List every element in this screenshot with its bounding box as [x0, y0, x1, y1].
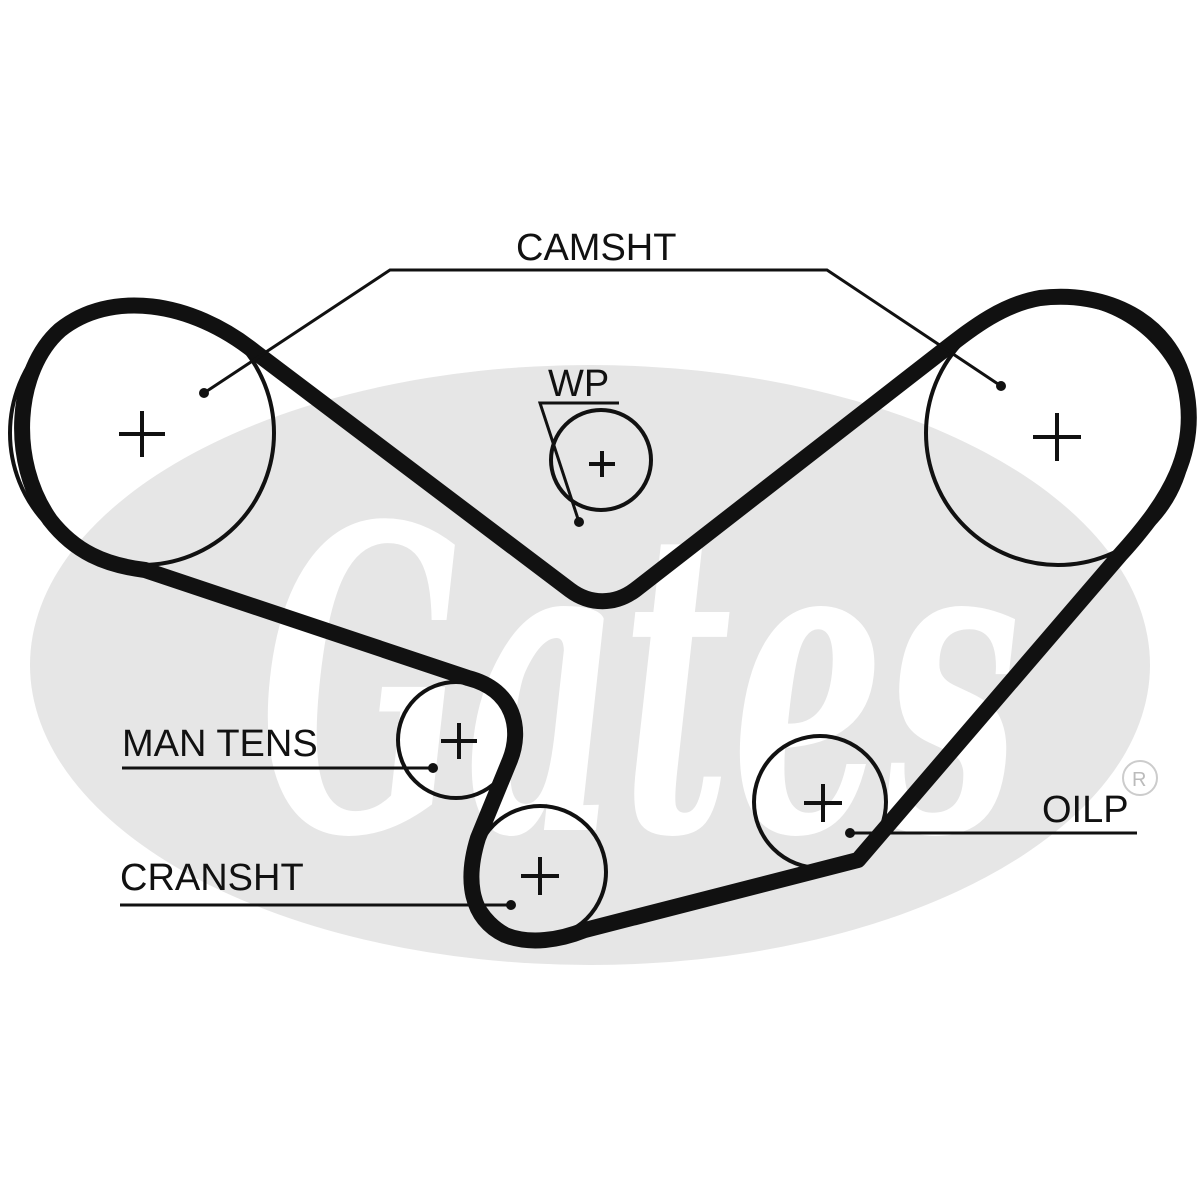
water-pump-label: WP: [548, 363, 609, 405]
camshaft-left-center-icon: [119, 411, 165, 457]
camshaft-leader: [203, 268, 1002, 395]
tensioner-center-icon: [441, 723, 477, 759]
registered-mark-letter: R: [1132, 769, 1146, 791]
leader-lines: [120, 268, 1137, 907]
timing-belt: [14, 288, 1197, 949]
crankshaft-label: CRANSHT: [120, 857, 304, 899]
registered-mark-icon: [1122, 760, 1158, 796]
water-pump-leader: [537, 401, 619, 523]
oil-pump-center-icon: [804, 784, 842, 822]
camshaft-label: CAMSHT: [516, 227, 676, 269]
water-pump-dot: [574, 517, 584, 527]
camshaft-left-dot: [199, 388, 209, 398]
manual-tensioner-label: MAN TENS: [122, 723, 318, 765]
camshaft-right-dot: [996, 381, 1006, 391]
center-marks: [119, 411, 1081, 895]
camshaft-right-center-icon: [1033, 413, 1081, 461]
gates-watermark: Gates R: [30, 365, 1158, 965]
crankshaft-center-icon: [521, 857, 559, 895]
crankshaft-dot: [506, 900, 516, 910]
leader-dots: [199, 381, 1006, 910]
watermark-oval: [30, 365, 1150, 965]
oil-pump-dot: [845, 828, 855, 838]
tensioner-dot: [428, 763, 438, 773]
oil-pump-label: OILP: [1042, 789, 1129, 831]
water-pump-center-icon: [589, 451, 615, 477]
watermark-brand-text: Gates: [260, 437, 1020, 930]
water-pump-pulley: [549, 408, 653, 512]
